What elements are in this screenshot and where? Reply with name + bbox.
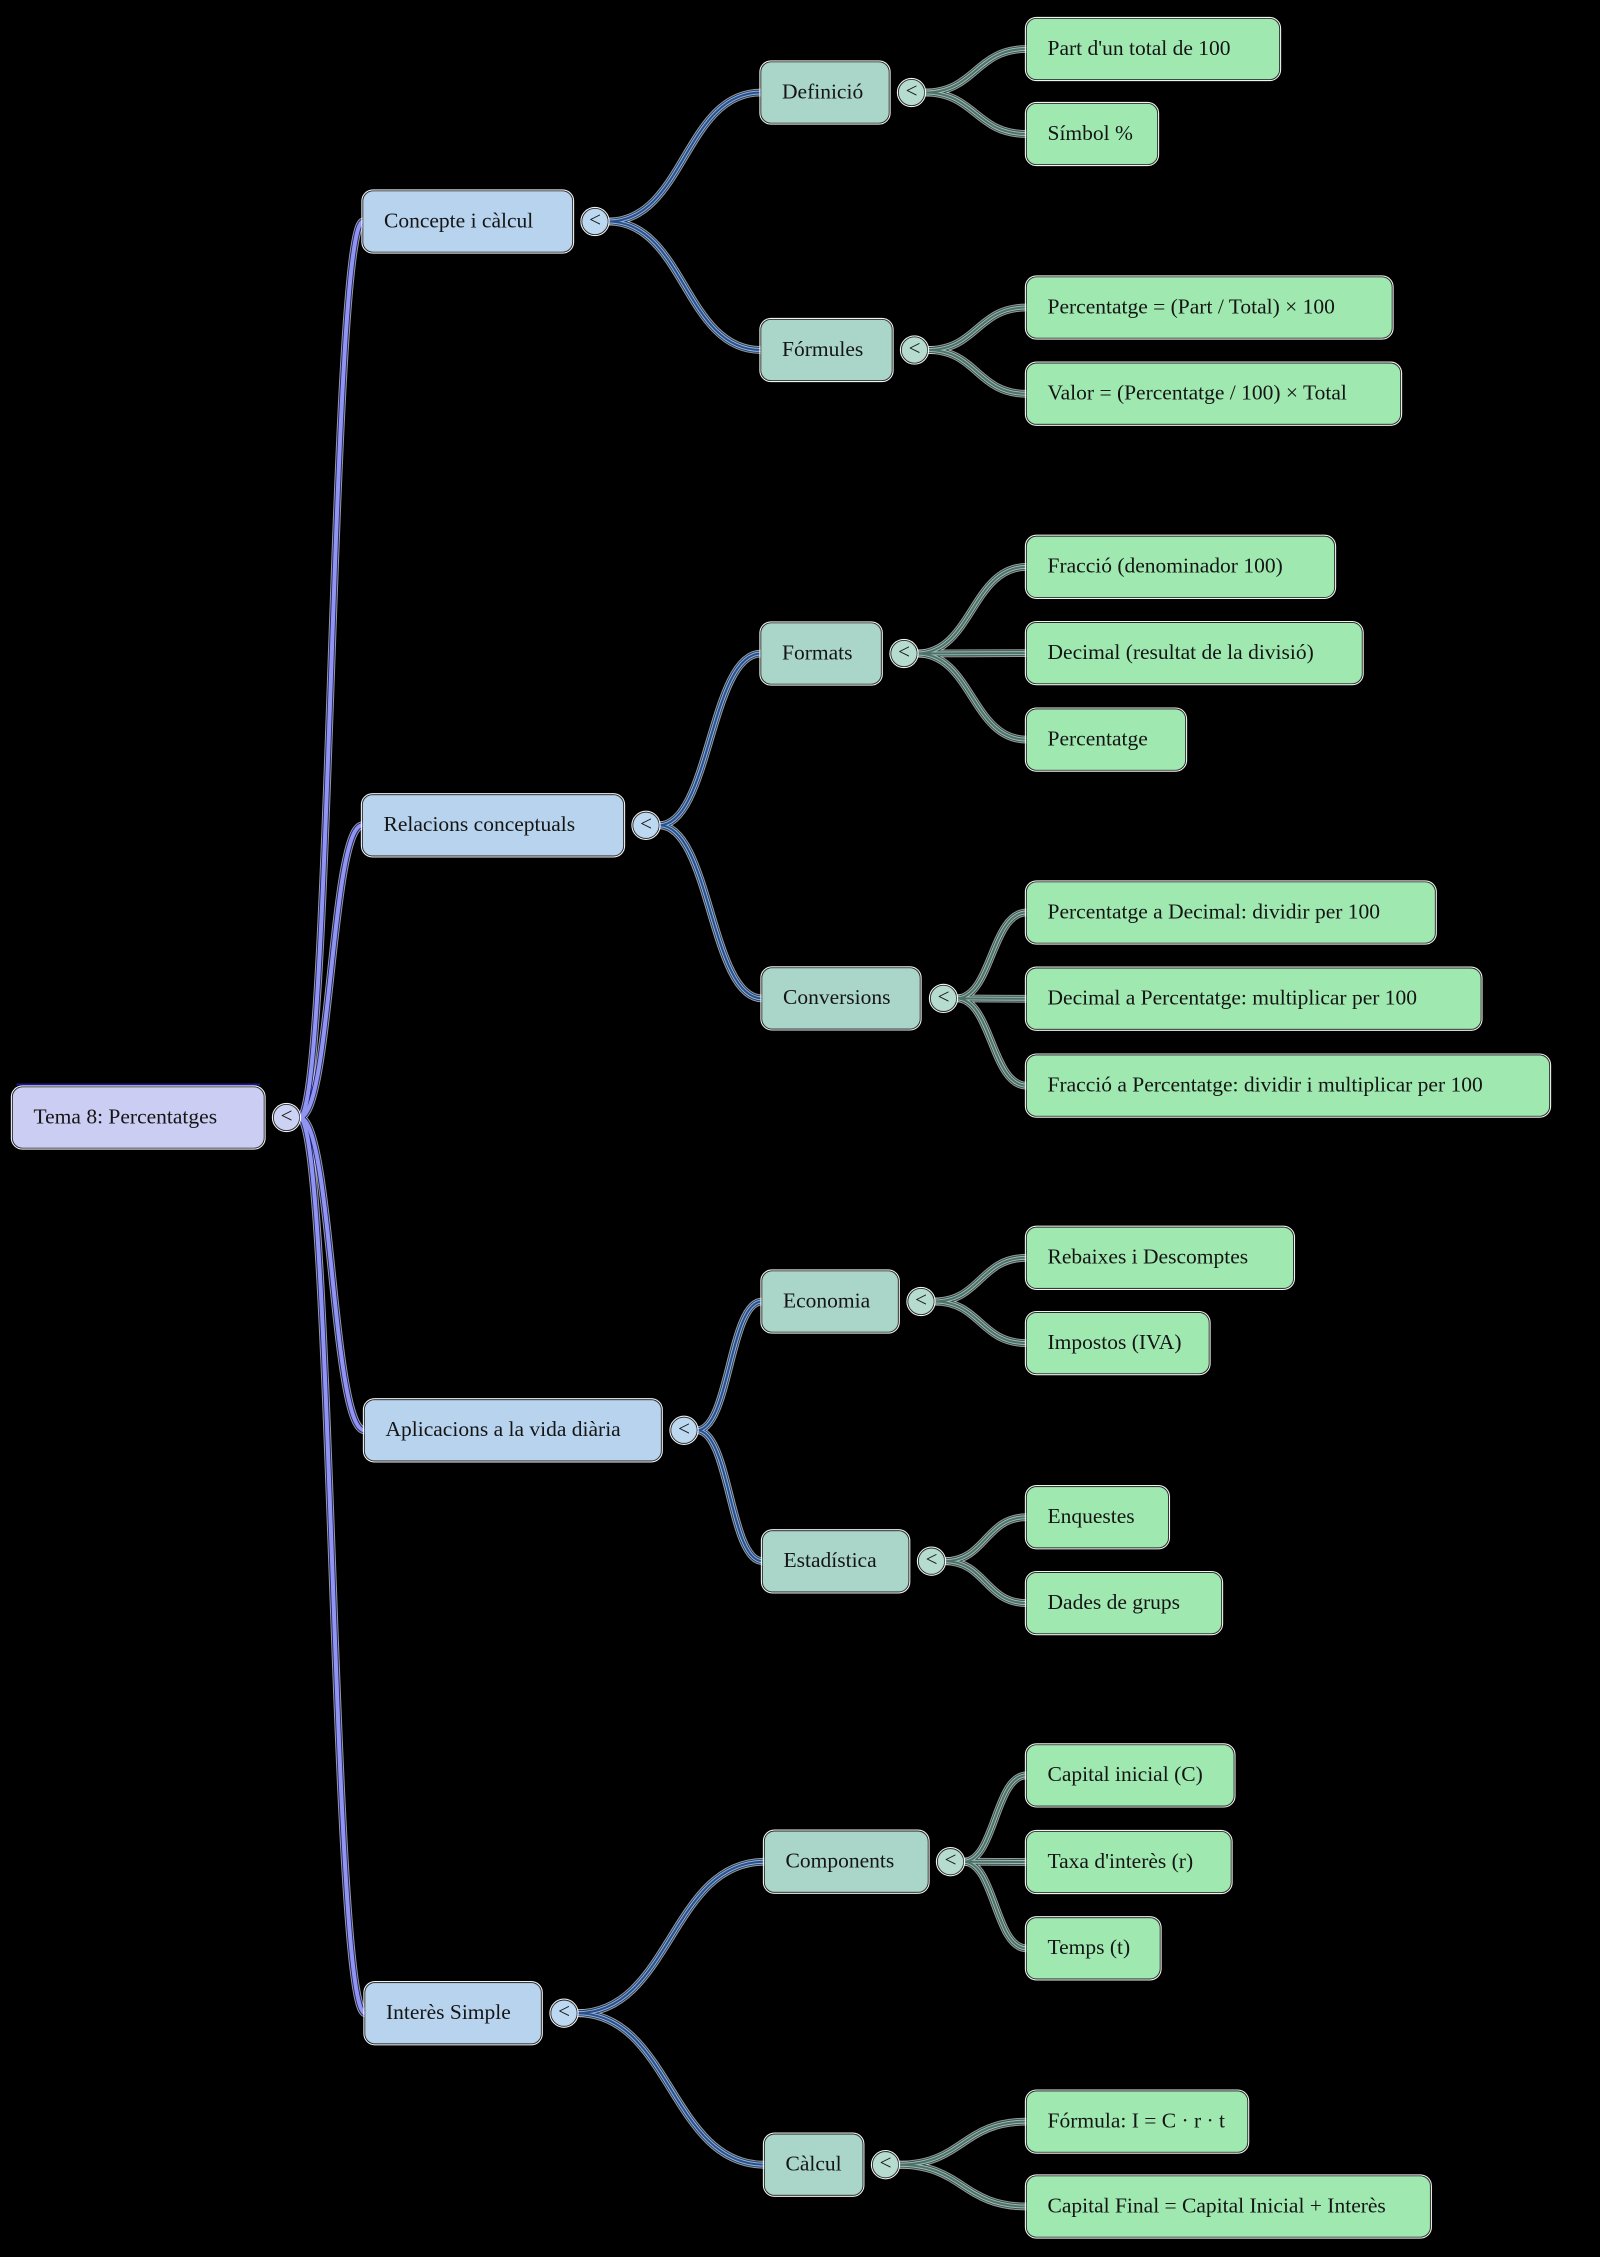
svg-text:Impostos (IVA): Impostos (IVA) bbox=[1048, 1330, 1182, 1354]
svg-text:Fórmules: Fórmules bbox=[782, 337, 863, 361]
svg-text:Percentatge a Decimal: dividir: Percentatge a Decimal: dividir per 100 bbox=[1048, 899, 1381, 923]
svg-text:Valor = (Percentatge / 100) ×: Valor = (Percentatge / 100) × Total bbox=[1048, 381, 1347, 405]
svg-text:Decimal a Percentatge: multipl: Decimal a Percentatge: multiplicar per 1… bbox=[1048, 986, 1418, 1010]
svg-text:<: < bbox=[906, 79, 918, 103]
svg-text:<: < bbox=[898, 640, 910, 664]
svg-text:Càlcul: Càlcul bbox=[786, 2152, 842, 2176]
svg-text:Relacions conceptuals: Relacions conceptuals bbox=[384, 812, 576, 836]
svg-text:Enquestes: Enquestes bbox=[1048, 1504, 1135, 1528]
svg-text:Definició: Definició bbox=[782, 79, 863, 103]
svg-text:Aplicacions a la vida diària: Aplicacions a la vida diària bbox=[386, 1417, 622, 1441]
svg-text:Taxa d'interès (r): Taxa d'interès (r) bbox=[1048, 1849, 1194, 1873]
svg-text:Part d'un total de 100: Part d'un total de 100 bbox=[1048, 36, 1231, 60]
svg-text:Concepte i càlcul: Concepte i càlcul bbox=[384, 208, 533, 232]
svg-text:Percentatge = (Part / Total) ×: Percentatge = (Part / Total) × 100 bbox=[1048, 294, 1335, 318]
svg-text:Dades de grups: Dades de grups bbox=[1048, 1590, 1181, 1614]
svg-text:Fracció a Percentatge: dividir: Fracció a Percentatge: dividir i multipl… bbox=[1048, 1072, 1483, 1096]
svg-text:Estadística: Estadística bbox=[784, 1548, 878, 1572]
svg-text:Conversions: Conversions bbox=[783, 985, 891, 1009]
svg-text:Interès Simple: Interès Simple bbox=[386, 2000, 511, 2024]
svg-text:Fórmula: I = C · r · t: Fórmula: I = C · r · t bbox=[1048, 2108, 1226, 2132]
svg-text:Símbol %: Símbol % bbox=[1048, 121, 1134, 145]
svg-text:<: < bbox=[558, 1999, 570, 2023]
svg-text:<: < bbox=[909, 336, 921, 360]
svg-text:Rebaixes i Descomptes: Rebaixes i Descomptes bbox=[1048, 1245, 1249, 1269]
svg-text:Tema 8: Percentatges: Tema 8: Percentatges bbox=[34, 1104, 218, 1128]
svg-text:Fracció (denominador 100): Fracció (denominador 100) bbox=[1048, 554, 1283, 578]
svg-text:<: < bbox=[880, 2151, 892, 2175]
svg-text:Capital Final = Capital Inicia: Capital Final = Capital Inicial + Interè… bbox=[1048, 2193, 1386, 2217]
svg-text:Economia: Economia bbox=[783, 1288, 871, 1312]
svg-text:<: < bbox=[926, 1547, 938, 1571]
svg-text:<: < bbox=[589, 208, 601, 232]
svg-text:Temps (t): Temps (t) bbox=[1048, 1935, 1131, 1959]
svg-text:Percentatge: Percentatge bbox=[1048, 726, 1148, 750]
svg-text:Decimal (resultat de la divisi: Decimal (resultat de la divisió) bbox=[1048, 640, 1314, 664]
svg-text:Formats: Formats bbox=[782, 640, 852, 664]
svg-text:<: < bbox=[281, 1104, 293, 1128]
svg-text:Capital inicial (C): Capital inicial (C) bbox=[1048, 1762, 1203, 1786]
svg-text:<: < bbox=[938, 984, 950, 1008]
svg-text:<: < bbox=[945, 1848, 957, 1872]
svg-text:<: < bbox=[640, 811, 652, 835]
svg-text:Components: Components bbox=[786, 1849, 895, 1873]
svg-text:<: < bbox=[678, 1416, 690, 1440]
svg-text:<: < bbox=[915, 1288, 927, 1312]
